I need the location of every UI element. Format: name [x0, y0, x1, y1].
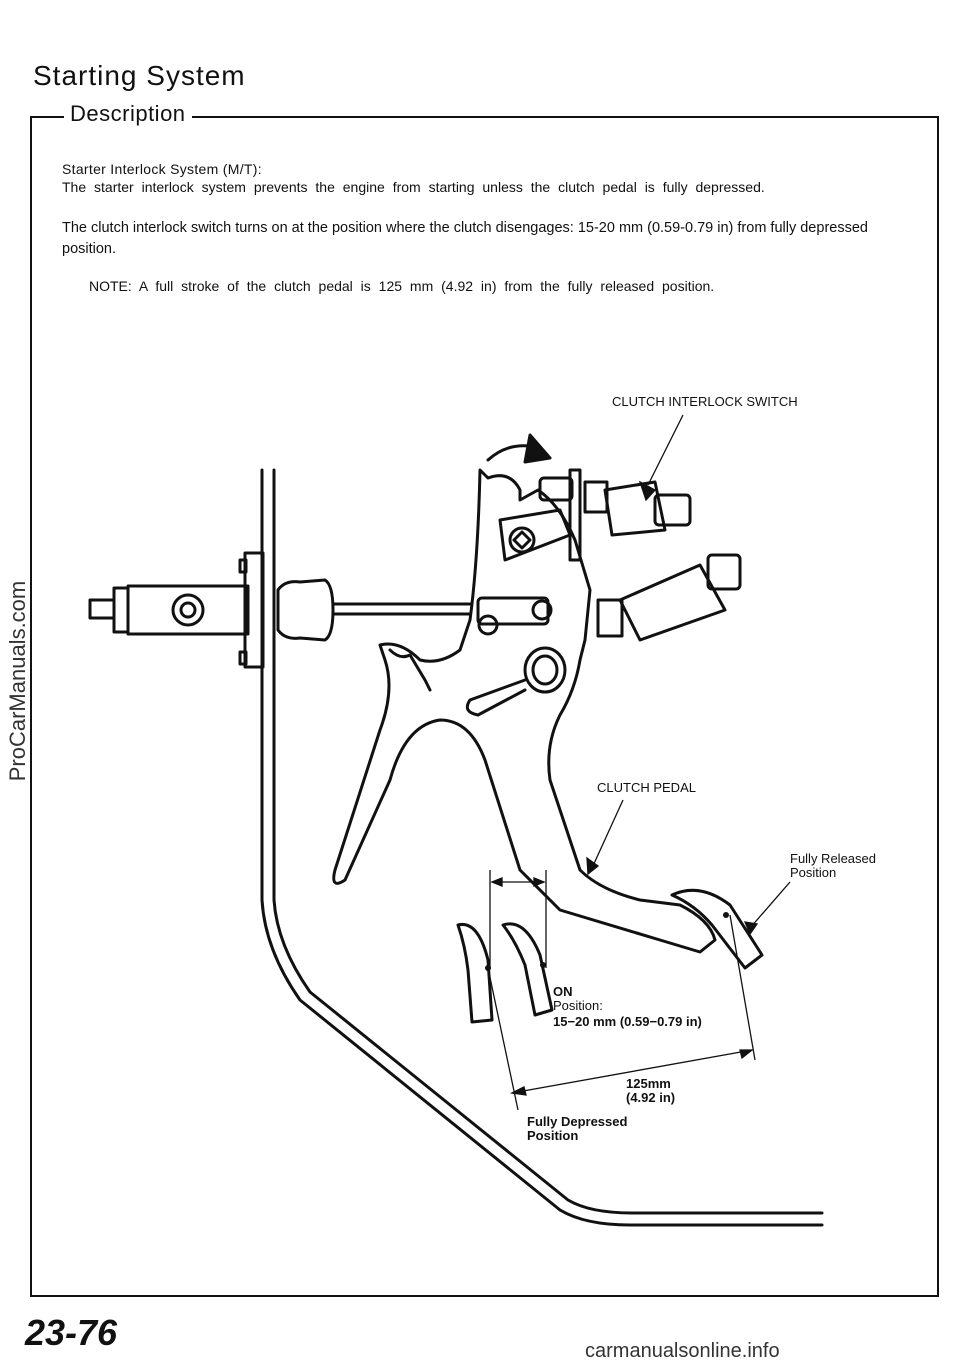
pedal-pad-depressed [456, 922, 494, 1024]
depressed-position-label: Position [527, 1128, 579, 1143]
push-rod [331, 602, 472, 616]
mount-plate [243, 551, 265, 669]
on-extension [489, 870, 547, 968]
released-leader [749, 881, 791, 929]
stroke-in-label: (4.92 in) [626, 1090, 676, 1105]
cylinder-nut [112, 586, 130, 634]
interlock-description: The starter interlock system prevents th… [62, 179, 765, 195]
bottom-watermark: carmanualsonline.info [585, 1340, 780, 1362]
return-spring [523, 646, 567, 694]
switch-bracket [568, 468, 582, 562]
master-cylinder [126, 584, 250, 636]
switch-plunger [538, 476, 574, 502]
switch-description: The clutch interlock switch turns on at … [62, 220, 868, 257]
page-title: Starting System [33, 60, 246, 91]
lower-switch-connector [706, 553, 742, 591]
interlock-switch [603, 480, 667, 537]
floor-line [260, 468, 824, 1227]
pedal-label: CLUTCH PEDAL [597, 780, 696, 795]
note-text: NOTE: A full stroke of the clutch pedal … [89, 278, 715, 294]
clevis [476, 596, 550, 626]
lower-switch [618, 563, 727, 642]
content-frame [30, 116, 939, 1297]
stroke-mm-label: 125mm [626, 1076, 671, 1091]
released-label: Fully Released Position [790, 851, 876, 880]
switch-leader [647, 414, 684, 486]
stroke-dimension [511, 1049, 753, 1094]
pedal-pad-released [670, 888, 764, 970]
section-heading: Description [64, 101, 192, 127]
page-number: 23-76 [25, 1312, 118, 1353]
switch-connector [653, 493, 692, 527]
interlock-heading: Starter Interlock System (M/T): [62, 161, 262, 177]
stroke-extension [487, 914, 756, 1111]
cylinder-fitting [88, 598, 116, 620]
lower-switch-nut [596, 598, 624, 638]
side-watermark: ProCarManuals.com [5, 580, 30, 782]
on-label: ON [553, 984, 573, 999]
on-range-label: 15−20 mm (0.59−0.79 in) [553, 1014, 702, 1029]
pedal-leader [591, 799, 624, 869]
switch-label: CLUTCH INTERLOCK SWITCH [612, 394, 798, 409]
switch-nut [583, 480, 609, 514]
pedal-pad-on [501, 922, 554, 1017]
floor-line-inner [272, 468, 824, 1215]
pedal-arm [332, 468, 717, 954]
depressed-label: Fully Depressed [527, 1114, 628, 1129]
boot [276, 578, 335, 642]
cylinder-port [171, 593, 205, 627]
on-position-label: Position: [553, 998, 603, 1013]
